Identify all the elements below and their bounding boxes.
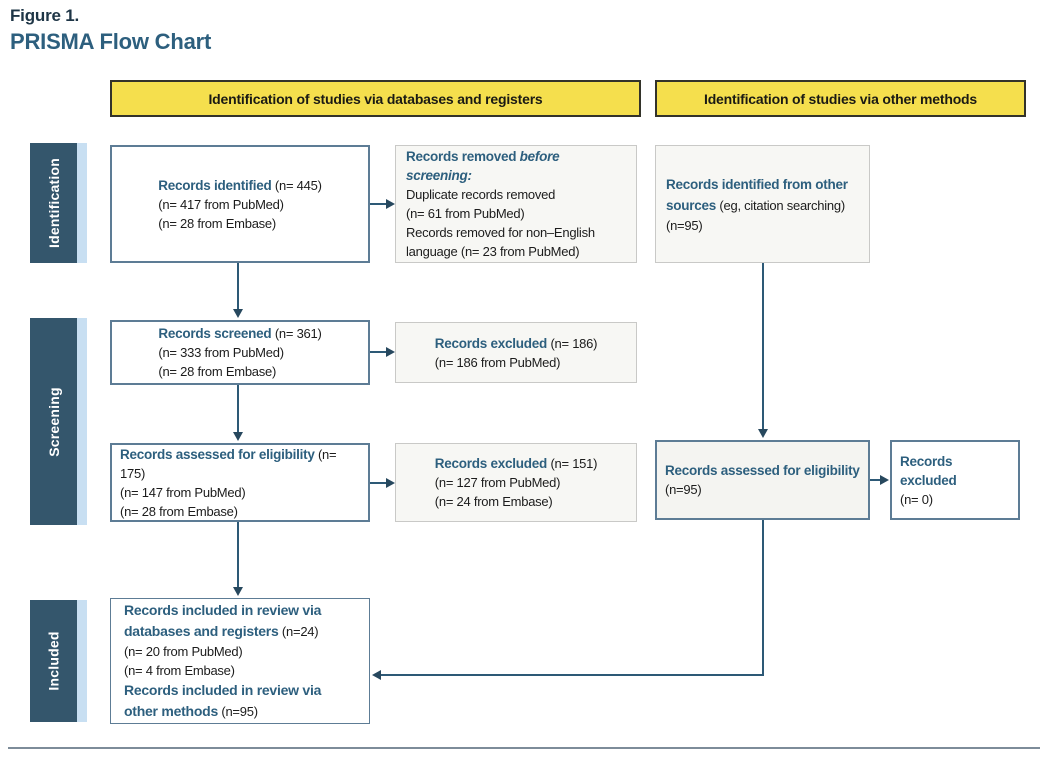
column-header-other-methods-label: Identification of studies via other meth… (704, 90, 977, 107)
stage-screening-label: Screening (45, 386, 62, 457)
stage-identification: Identification (30, 143, 87, 263)
records-included-box: Records included in review via databases… (110, 598, 370, 724)
bottom-divider (8, 747, 1040, 749)
page-title: PRISMA Flow Chart (10, 29, 212, 54)
arrow-screened-to-excluded (370, 347, 395, 357)
arrow-other-to-included-horizontal (381, 674, 764, 676)
arrow-other-sources-to-assessed (758, 263, 768, 438)
records-excluded-eligibility-box: Records excluded (n= 151) (n= 127 from P… (395, 443, 637, 522)
arrow-assessed-to-included (233, 522, 243, 596)
arrow-identified-to-removed (370, 199, 395, 209)
stage-included-stripe (77, 600, 87, 722)
column-header-other-methods: Identification of studies via other meth… (655, 80, 1026, 117)
records-assessed-box: Records assessed for eligibility (n= 175… (110, 443, 370, 522)
records-excluded-other-box: Records excluded (n= 0) (890, 440, 1020, 520)
records-excluded-screening-box: Records excluded (n= 186) (n= 186 from P… (395, 322, 637, 383)
column-header-databases: Identification of studies via databases … (110, 80, 641, 117)
stage-identification-stripe (77, 143, 87, 263)
records-screened-box: Records screened (n= 361) (n= 333 from P… (110, 320, 370, 385)
arrow-other-to-included-vertical (762, 520, 764, 676)
records-other-sources-box: Records identified from other sources (e… (655, 145, 870, 263)
records-assessed-other-box: Records assessed for eligibility (n=95) (655, 440, 870, 520)
stage-identification-label: Identification (45, 158, 62, 248)
stage-included-label: Included (45, 631, 62, 691)
arrow-identified-to-screened (233, 263, 243, 318)
arrow-screened-to-assessed (233, 385, 243, 441)
arrow-assessed-other-to-excluded (870, 475, 889, 485)
column-header-databases-label: Identification of studies via databases … (208, 90, 543, 107)
stage-included: Included (30, 600, 87, 722)
stage-screening: Screening (30, 318, 87, 525)
figure-label: Figure 1. (10, 6, 80, 25)
records-removed-box: Records removed before screening: Duplic… (395, 145, 637, 263)
stage-screening-stripe (77, 318, 87, 525)
title-block: Figure 1. PRISMA Flow Chart (10, 6, 211, 55)
arrow-assessed-to-excluded (370, 478, 395, 488)
records-identified-box: Records identified (n= 445) (n= 417 from… (110, 145, 370, 263)
arrow-other-to-included-head (372, 670, 381, 680)
